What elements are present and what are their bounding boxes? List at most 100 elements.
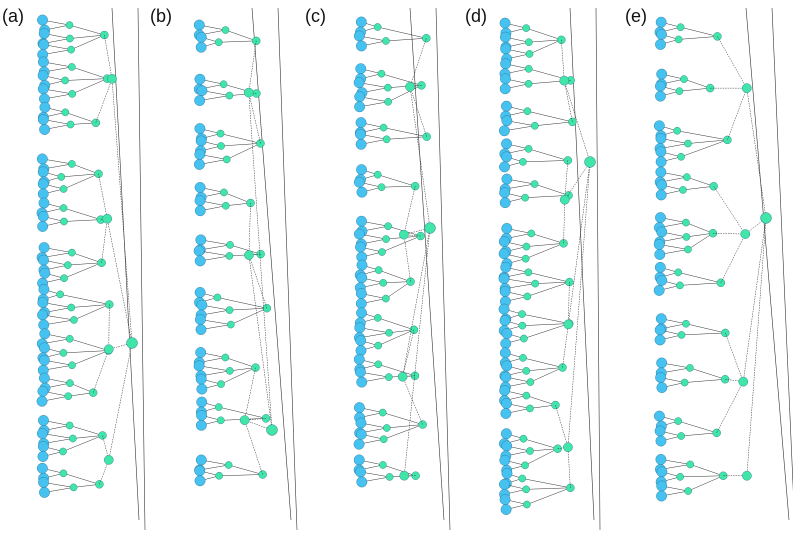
tree-edge (248, 255, 273, 431)
leaf-node (655, 146, 667, 158)
leaf-node (39, 101, 51, 113)
tree-edge (386, 424, 423, 429)
leaf-node (653, 239, 665, 250)
tree-edge (679, 282, 721, 286)
internal-node (399, 229, 409, 240)
leaf-node (195, 135, 207, 147)
tree-edge (63, 219, 101, 222)
tree-edge (72, 435, 103, 439)
leaf-node (356, 476, 368, 488)
tree-edge (228, 464, 263, 475)
tree-edge (92, 349, 110, 393)
internal-node (519, 434, 528, 443)
leaf-node (39, 354, 50, 366)
tree-edge (689, 367, 726, 380)
internal-node (741, 83, 752, 93)
tree-edge (682, 185, 714, 191)
internal-node (524, 145, 533, 153)
leaf-node (655, 166, 667, 178)
internal-node (216, 129, 225, 138)
leaf-node (353, 30, 365, 42)
tree-edge (72, 78, 108, 95)
tree-edge (248, 92, 273, 431)
leaf-node (500, 73, 511, 85)
leaf-node (194, 287, 206, 298)
panel-c: (c) (305, 6, 451, 531)
leaf-node (499, 83, 511, 95)
tree-edge (526, 27, 562, 41)
internal-node (68, 248, 76, 257)
tree-edge (229, 307, 267, 311)
internal-node (216, 416, 225, 425)
internal-node (384, 97, 392, 106)
tree-edge (687, 233, 714, 250)
internal-node (227, 320, 235, 329)
guide-line (595, 7, 601, 531)
leaf-node (195, 419, 207, 431)
leaf-node (501, 115, 513, 127)
tree-edge (687, 139, 728, 144)
leaf-node (196, 396, 208, 408)
leaf-node (356, 186, 368, 198)
tree-edge (69, 34, 105, 39)
tree-edge (526, 367, 563, 372)
internal-node (676, 473, 684, 481)
tree-edge (63, 173, 99, 190)
tree-edge (378, 364, 416, 377)
internal-node (677, 432, 685, 440)
leaf-node (356, 307, 367, 319)
leaf-node (501, 440, 513, 452)
tree-edge (678, 36, 718, 40)
internal-node (214, 38, 223, 47)
tree-edge (63, 262, 102, 279)
internal-node (103, 455, 114, 465)
internal-node (522, 242, 531, 251)
internal-node (522, 391, 531, 400)
leaf-node (354, 322, 366, 334)
tree-edge (680, 475, 724, 478)
tree-edge (402, 329, 415, 377)
tree-edge (679, 87, 711, 92)
tree-edge (677, 130, 728, 141)
internal-node (405, 81, 415, 92)
leaf-node (356, 272, 368, 284)
tree-edge (561, 39, 565, 81)
tree-edge (108, 342, 133, 460)
tree-edge (248, 203, 251, 256)
tree-edge (248, 40, 257, 93)
tree-edge (534, 121, 573, 127)
leaf-node (37, 297, 49, 308)
tree-edge (99, 459, 110, 485)
leaf-node (654, 249, 666, 260)
tree-edge (534, 183, 569, 196)
tree-edge (71, 304, 110, 308)
panel-b: (b) (150, 6, 298, 531)
tree-edge (63, 207, 101, 220)
internal-node (59, 349, 68, 357)
tree-edge (106, 218, 133, 344)
leaf-node (194, 149, 206, 160)
tree-edge (220, 367, 256, 385)
tree-edge (383, 281, 411, 284)
tree-edge (563, 199, 566, 244)
leaf-node (356, 259, 368, 271)
tree-edge (382, 464, 416, 476)
guide-line (409, 7, 445, 521)
leaf-node (498, 236, 510, 247)
internal-node (684, 139, 692, 148)
tree-edge (683, 78, 711, 89)
leaf-node (355, 138, 367, 150)
tree-edge (562, 324, 569, 368)
leaf-node (501, 360, 513, 372)
internal-node (61, 76, 69, 85)
tree-edge (381, 73, 422, 86)
leaf-node (501, 100, 512, 112)
internal-node (60, 217, 68, 226)
internal-node (225, 252, 234, 260)
internal-node (374, 314, 382, 322)
tree-edge (387, 85, 422, 88)
internal-node (526, 404, 534, 413)
internal-node (374, 341, 382, 350)
internal-node (680, 75, 688, 83)
internal-node (66, 120, 75, 129)
